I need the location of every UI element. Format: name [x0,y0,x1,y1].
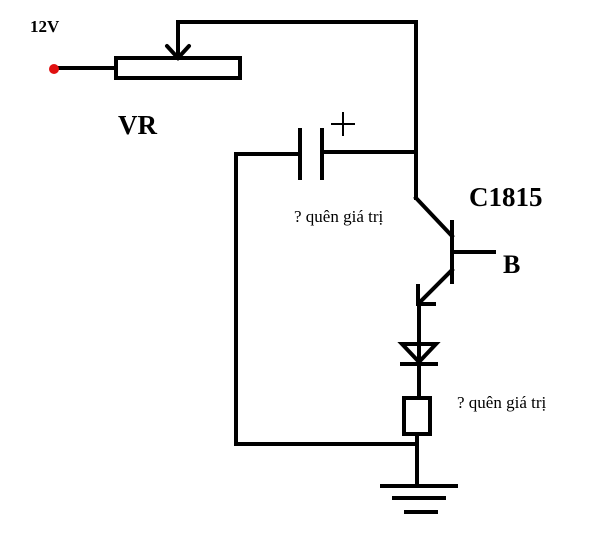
potentiometer-label: VR [118,110,157,140]
capacitor-note: ? quên giá trị [294,207,384,226]
wiper-arrowhead [165,44,191,61]
resistor-note: ? quên giá trị [457,393,547,412]
base-label: B [503,250,521,279]
diode-triangle [397,342,441,365]
transistor-label: C1815 [469,182,543,212]
wire-capacitor-left [234,152,418,446]
potentiometer-body [114,56,242,80]
resistor-body [402,396,432,436]
supply-label: 12V [30,17,60,36]
transistor-emitter [417,267,455,305]
transistor-collector [413,195,455,239]
potentiometer-wiper [176,20,418,60]
supply-terminal [49,64,59,74]
